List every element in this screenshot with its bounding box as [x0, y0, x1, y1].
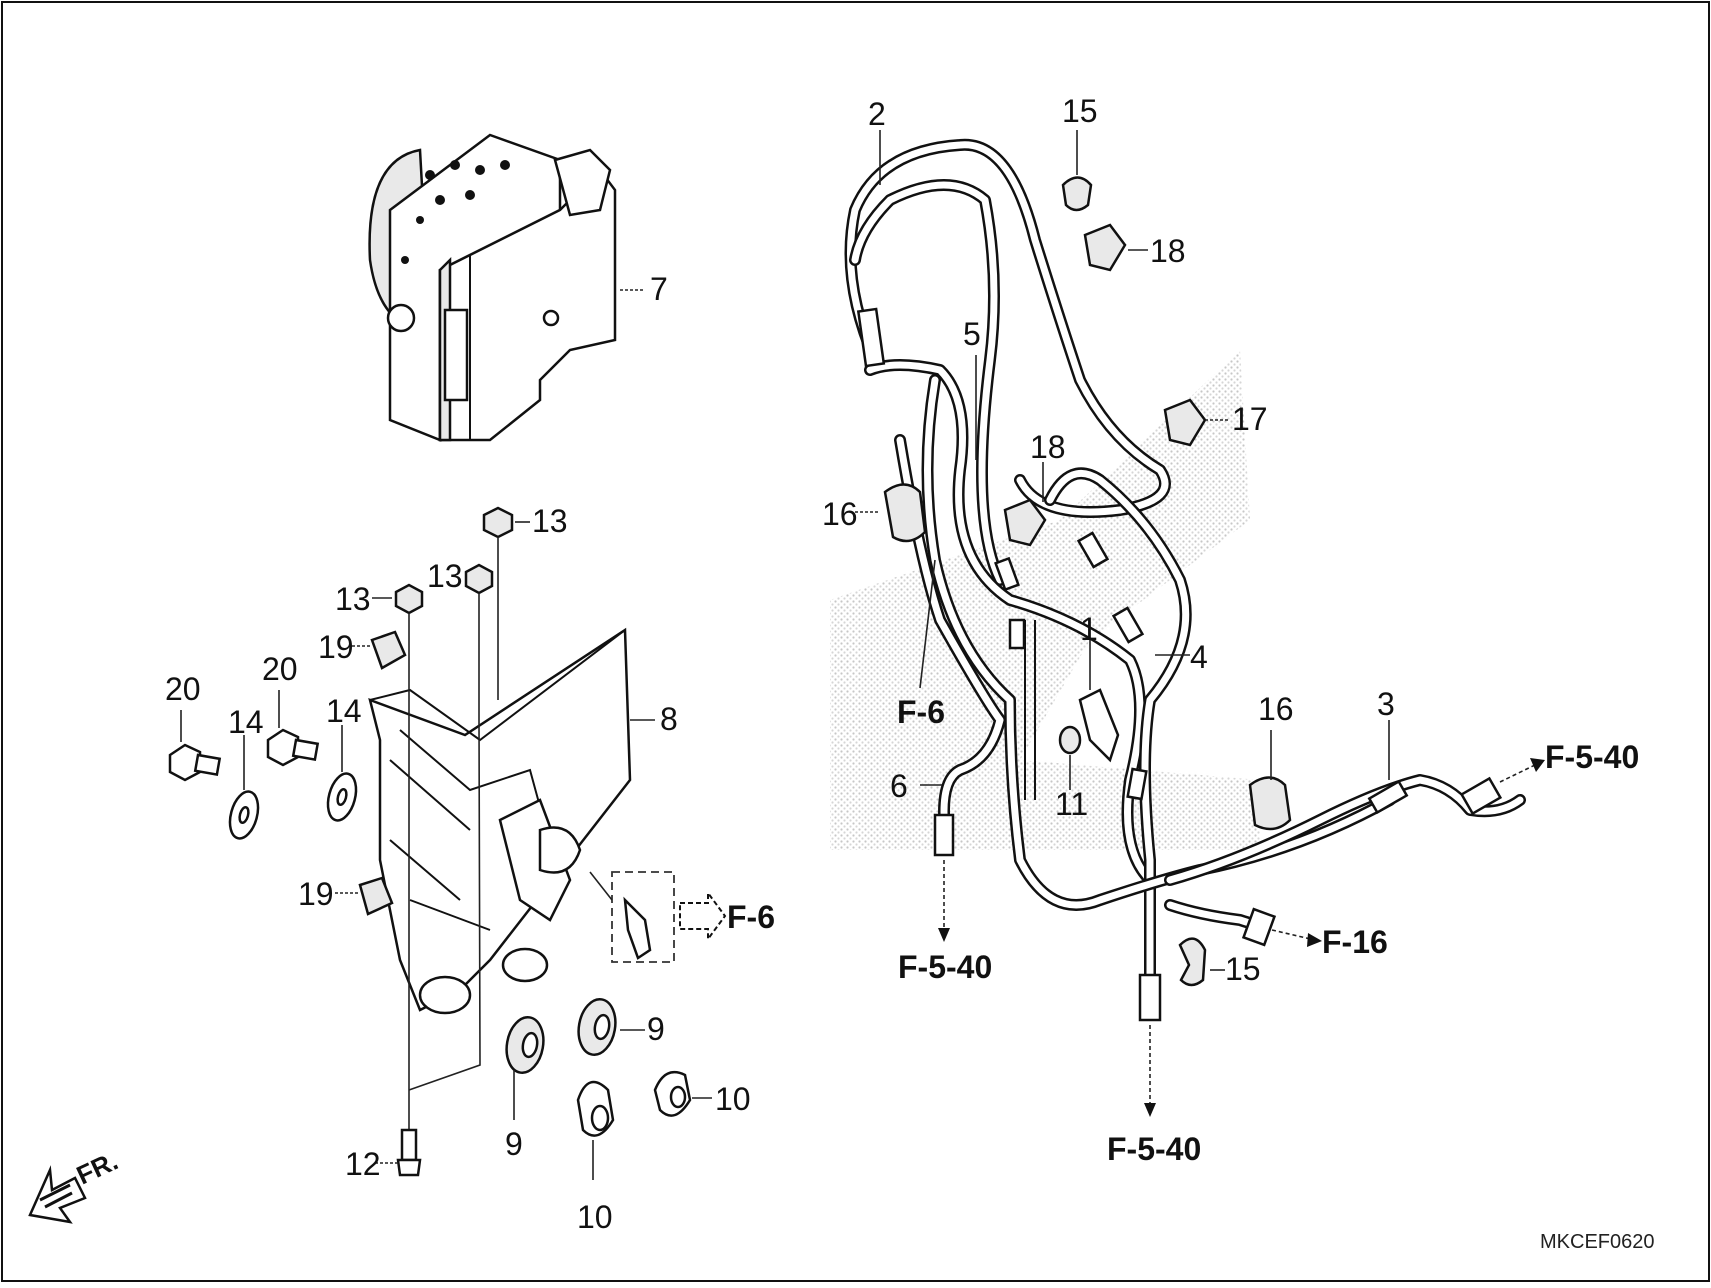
abs-bracket — [368, 627, 632, 1015]
callout-11: 11 — [1055, 786, 1088, 822]
clamp-16-right — [1248, 730, 1292, 831]
callout-18-lower: 18 — [1030, 429, 1066, 465]
flange-bolt-20-left — [168, 710, 222, 782]
callout-15-upper: 15 — [1062, 93, 1098, 129]
callout-20-left: 20 — [165, 671, 201, 707]
brake-pipe-assembly — [844, 138, 1526, 1022]
drawing-code: MKCEF0620 — [1540, 1231, 1655, 1253]
callout-14-right: 14 — [326, 693, 362, 729]
callout-16-left: 16 — [822, 496, 858, 532]
grommet-9-right — [577, 997, 645, 1057]
callout-20-right: 20 — [262, 651, 298, 687]
clip-nut-19-upper — [352, 630, 407, 670]
clamp-15-upper — [1061, 130, 1093, 212]
callout-19-lower: 19 — [298, 876, 334, 912]
callout-18-upper: 18 — [1150, 233, 1186, 269]
clamp-16-left — [855, 483, 927, 543]
clamp-15-lower — [1178, 937, 1225, 987]
front-direction-label: FR. — [72, 1146, 123, 1191]
callout-7: 7 — [650, 271, 668, 307]
callout-1: 1 — [1080, 611, 1098, 647]
flange-nut-13-mid — [464, 563, 494, 720]
callout-15-lower: 15 — [1225, 951, 1261, 987]
arrow-f540-right — [1499, 758, 1545, 783]
callout-16-right: 16 — [1258, 691, 1294, 727]
clamp-17 — [1163, 398, 1230, 447]
arrow-f540-left — [938, 860, 950, 942]
callout-2: 2 — [868, 96, 886, 132]
ref-f6-bracket-group — [589, 871, 727, 963]
callout-10-left: 10 — [577, 1199, 613, 1235]
arrow-f16 — [1271, 929, 1322, 947]
collar-10-right — [653, 1070, 712, 1117]
callout-10-right: 10 — [715, 1081, 751, 1117]
grommet-9-left — [505, 1015, 545, 1120]
callout-17: 17 — [1232, 401, 1268, 437]
abs-modulator-unit — [368, 133, 617, 442]
flange-nut-13-top — [482, 506, 530, 700]
callout-5: 5 — [963, 316, 981, 352]
washer-14-right — [326, 725, 358, 822]
callout-9-right: 9 — [647, 1011, 665, 1047]
clip-nut-19-lower — [335, 876, 394, 916]
ref-f540-right: F-5-40 — [1545, 739, 1639, 775]
callout-13-left: 13 — [335, 581, 371, 617]
callout-12: 12 — [345, 1146, 381, 1182]
callout-14-left: 14 — [228, 704, 264, 740]
collar-10-left — [576, 1080, 615, 1180]
bolt-12 — [375, 700, 481, 1177]
flange-bolt-20-right — [266, 690, 320, 767]
callout-3: 3 — [1377, 686, 1395, 722]
clip-18-upper — [1083, 223, 1148, 272]
callout-8: 8 — [660, 701, 678, 737]
callout-13-mid: 13 — [427, 558, 463, 594]
callout-13-top: 13 — [532, 503, 568, 539]
washer-14-left — [228, 735, 260, 840]
callout-4: 4 — [1190, 639, 1208, 675]
leader-f6-hose — [919, 559, 936, 689]
callout-9-left: 9 — [505, 1126, 523, 1162]
arrow-f540-bottom — [1144, 1025, 1156, 1117]
stay-1-bolt-11 — [1058, 640, 1120, 790]
ref-f6-bracket: F-6 — [727, 899, 775, 935]
callout-6: 6 — [890, 768, 908, 804]
watermark-shading — [830, 350, 1260, 850]
ref-f540-left: F-5-40 — [898, 949, 992, 985]
flange-nut-13-left — [372, 583, 424, 700]
ref-f16: F-16 — [1322, 924, 1388, 960]
clip-18-lower — [1003, 462, 1047, 547]
callout-19-upper: 19 — [318, 629, 354, 665]
ref-f6-hose: F-6 — [897, 694, 945, 730]
ref-f540-bottom: F-5-40 — [1107, 1131, 1201, 1167]
front-direction-arrow — [28, 1165, 87, 1224]
